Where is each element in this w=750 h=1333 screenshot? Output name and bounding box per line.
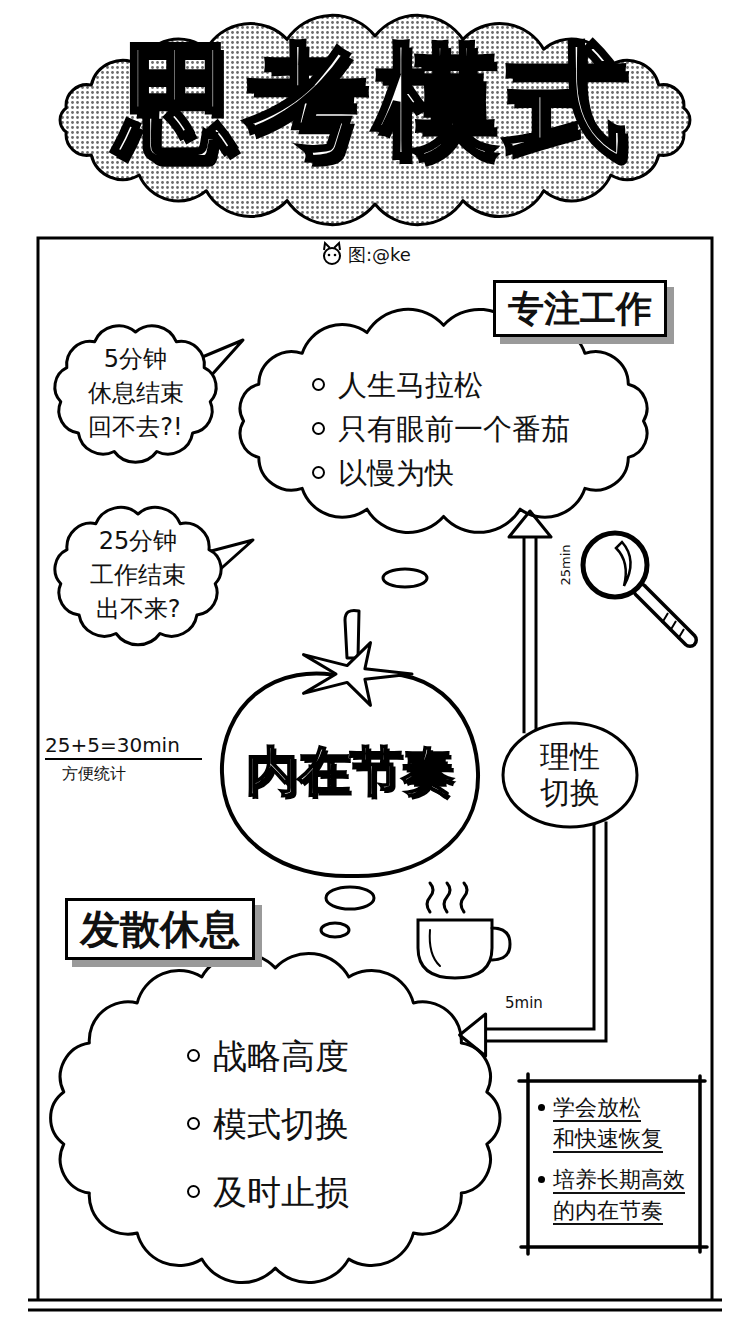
bullet-item: 人生马拉松	[310, 363, 690, 407]
tomato-drawing	[222, 610, 478, 876]
speech-bubble: 5分钟 休息结束 回不去?!	[48, 318, 223, 468]
note-list: 学会放松 和快速恢复培养长期高效 的内在节奏	[525, 1078, 703, 1226]
label-wrap: 5min	[505, 993, 543, 1012]
bubble-outline	[55, 326, 216, 462]
frame-line	[38, 238, 712, 1300]
magnifier-icon	[583, 533, 690, 640]
arrow-shaft-outline	[483, 822, 600, 1036]
label-wrap: 图:@ke	[348, 244, 411, 266]
bullet-list: 人生马拉松只有眼前一个番茄以慢为快	[225, 363, 690, 495]
bracket-outline	[519, 1074, 707, 1254]
formula-underline	[45, 758, 202, 760]
diverge-rest-cloud: 发散休息战略高度模式切换及时止损	[45, 898, 515, 1293]
switch-ellipse: 理性 切换	[500, 720, 640, 830]
arrow-shaft-fill	[483, 822, 600, 1036]
title-text: 思考模式	[115, 40, 635, 162]
author-icon	[324, 243, 340, 264]
arrow-connector	[509, 511, 551, 733]
duration-label: 5min	[505, 994, 543, 1012]
focus-work-cloud: 专注工作人生马拉松只有眼前一个番茄以慢为快	[225, 280, 690, 525]
node-text: 5分钟 休息结束 回不去?!	[80, 342, 192, 444]
bullet-item: 战略高度	[185, 1022, 515, 1090]
frame-bottom	[28, 1300, 722, 1310]
takeaway-box: 学会放松 和快速恢复培养长期高效 的内在节奏	[525, 1078, 703, 1250]
speech-bubble: 25分钟 工作结束 出不来?	[48, 500, 228, 650]
bullet-item: 以慢为快	[310, 451, 690, 495]
arrow-shaft-fill	[526, 534, 535, 733]
bullet-item: 只有眼前一个番茄	[310, 407, 690, 451]
bullet-item: 模式切换	[185, 1090, 515, 1158]
tomato-stem	[345, 610, 359, 658]
author-credit: 图:@ke	[348, 244, 411, 266]
title-wrap: 思考模式	[0, 40, 750, 162]
tag-heading: 专注工作	[493, 280, 667, 337]
bullet-list: 战略高度模式切换及时止损	[45, 1022, 515, 1226]
tomato-body	[222, 674, 478, 877]
duration-label: 25min	[558, 544, 574, 585]
ellipse-outline	[503, 723, 637, 827]
node-text: 理性 切换	[537, 739, 603, 811]
tag-heading: 发散休息	[65, 898, 255, 960]
note-text: 方便统计	[62, 764, 126, 783]
arrow-connector	[460, 822, 600, 1057]
label-wrap: 25+5=30min	[45, 733, 180, 757]
bubble-outline	[55, 507, 221, 644]
note-item: 培养长期高效 的内在节奏	[537, 1164, 695, 1226]
arrow-head	[460, 1014, 486, 1056]
title-cloud	[60, 15, 690, 224]
note-item: 学会放松 和快速恢复	[537, 1092, 695, 1154]
bullet-item: 及时止损	[185, 1158, 515, 1226]
label-wrap: 方便统计	[62, 764, 126, 783]
node-text: 25分钟 工作结束 出不来?	[82, 524, 194, 626]
tomato-shape: 内在节奏	[212, 598, 488, 883]
node-text: 内在节奏	[246, 740, 454, 802]
arrow-shaft-outline	[523, 534, 538, 733]
node-outline	[212, 598, 488, 883]
formula-note: 25+5=30min	[45, 733, 180, 757]
tomato-leaf	[304, 643, 413, 706]
coffee-cup-icon	[418, 883, 510, 978]
